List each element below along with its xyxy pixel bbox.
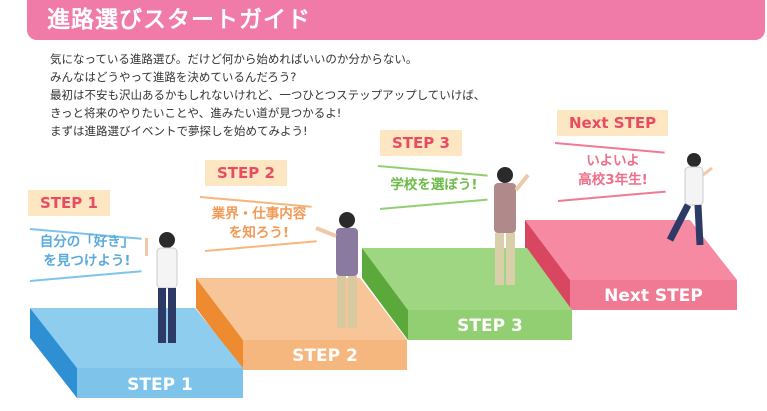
header-banner: 進路選びスタートガイド xyxy=(27,0,765,40)
step2-platform-label: STEP 2 xyxy=(292,346,358,366)
next-step-platform-front xyxy=(570,280,737,310)
step3-callout: 学校を選ぼう! xyxy=(378,176,490,195)
step2-callout: 業界・仕事内容 を知ろう! xyxy=(200,205,318,243)
next-step-callout-line1: いよいよ xyxy=(586,153,640,169)
step3-platform-label: STEP 3 xyxy=(457,316,523,336)
person-next-step-illustration xyxy=(666,153,713,246)
step2-platform-side xyxy=(196,278,243,370)
step1-callout: 自分の「好き」 を見つけよう! xyxy=(28,233,146,271)
step2-callout-line1: 業界・仕事内容 xyxy=(211,206,307,222)
step3-tag: STEP 3 xyxy=(380,130,462,156)
step1-platform-label: STEP 1 xyxy=(127,375,193,395)
step1-platform-front xyxy=(77,368,243,398)
step1-platform-top xyxy=(30,308,243,368)
step1-callout-line1: 自分の「好き」 xyxy=(39,234,135,250)
intro-line: きっと将来のやりたいことや、進みたい道が見つかるよ! xyxy=(50,106,342,120)
step1-tag: STEP 1 xyxy=(28,190,110,216)
intro-text: 気になっている進路選び。だけど何から始めればいいのか分からない。 みんなはどうや… xyxy=(50,50,570,140)
step2-platform-front xyxy=(243,340,407,370)
step1-platform-side xyxy=(30,308,77,398)
step2-tag: STEP 2 xyxy=(205,160,287,186)
person-step1-illustration xyxy=(145,232,178,343)
intro-line: まずは進路選びイベントで夢探しを始めてみよう! xyxy=(50,124,308,138)
step3-callout-line1: 学校を選ぼう! xyxy=(390,177,478,193)
intro-line: 最初は不安も沢山あるかもしれないけれど、一つひとつステップアップしていけば、 xyxy=(50,88,486,102)
step3-platform-front xyxy=(408,310,572,340)
next-step-platform-side xyxy=(525,220,570,310)
intro-line: 気になっている進路選び。だけど何から始めればいいのか分からない。 xyxy=(50,52,418,66)
next-step-platform-top xyxy=(525,220,737,280)
person-step2-illustration xyxy=(315,212,358,328)
step2-callout-line2: を知ろう! xyxy=(228,225,290,241)
person-step3-illustration xyxy=(494,167,530,285)
intro-line: みんなはどうやって進路を決めているんだろう? xyxy=(50,70,297,84)
step3-platform-top xyxy=(362,248,572,310)
next-step-platform-label: Next STEP xyxy=(604,286,703,306)
step1-callout-line2: を見つけよう! xyxy=(43,253,131,269)
page-title: 進路選びスタートガイド xyxy=(47,7,311,33)
next-step-tag: Next STEP xyxy=(557,110,669,136)
next-step-callout: いよいよ 高校3年生! xyxy=(555,152,671,190)
step3-platform-side xyxy=(362,248,408,340)
next-step-callout-line2: 高校3年生! xyxy=(578,172,648,188)
